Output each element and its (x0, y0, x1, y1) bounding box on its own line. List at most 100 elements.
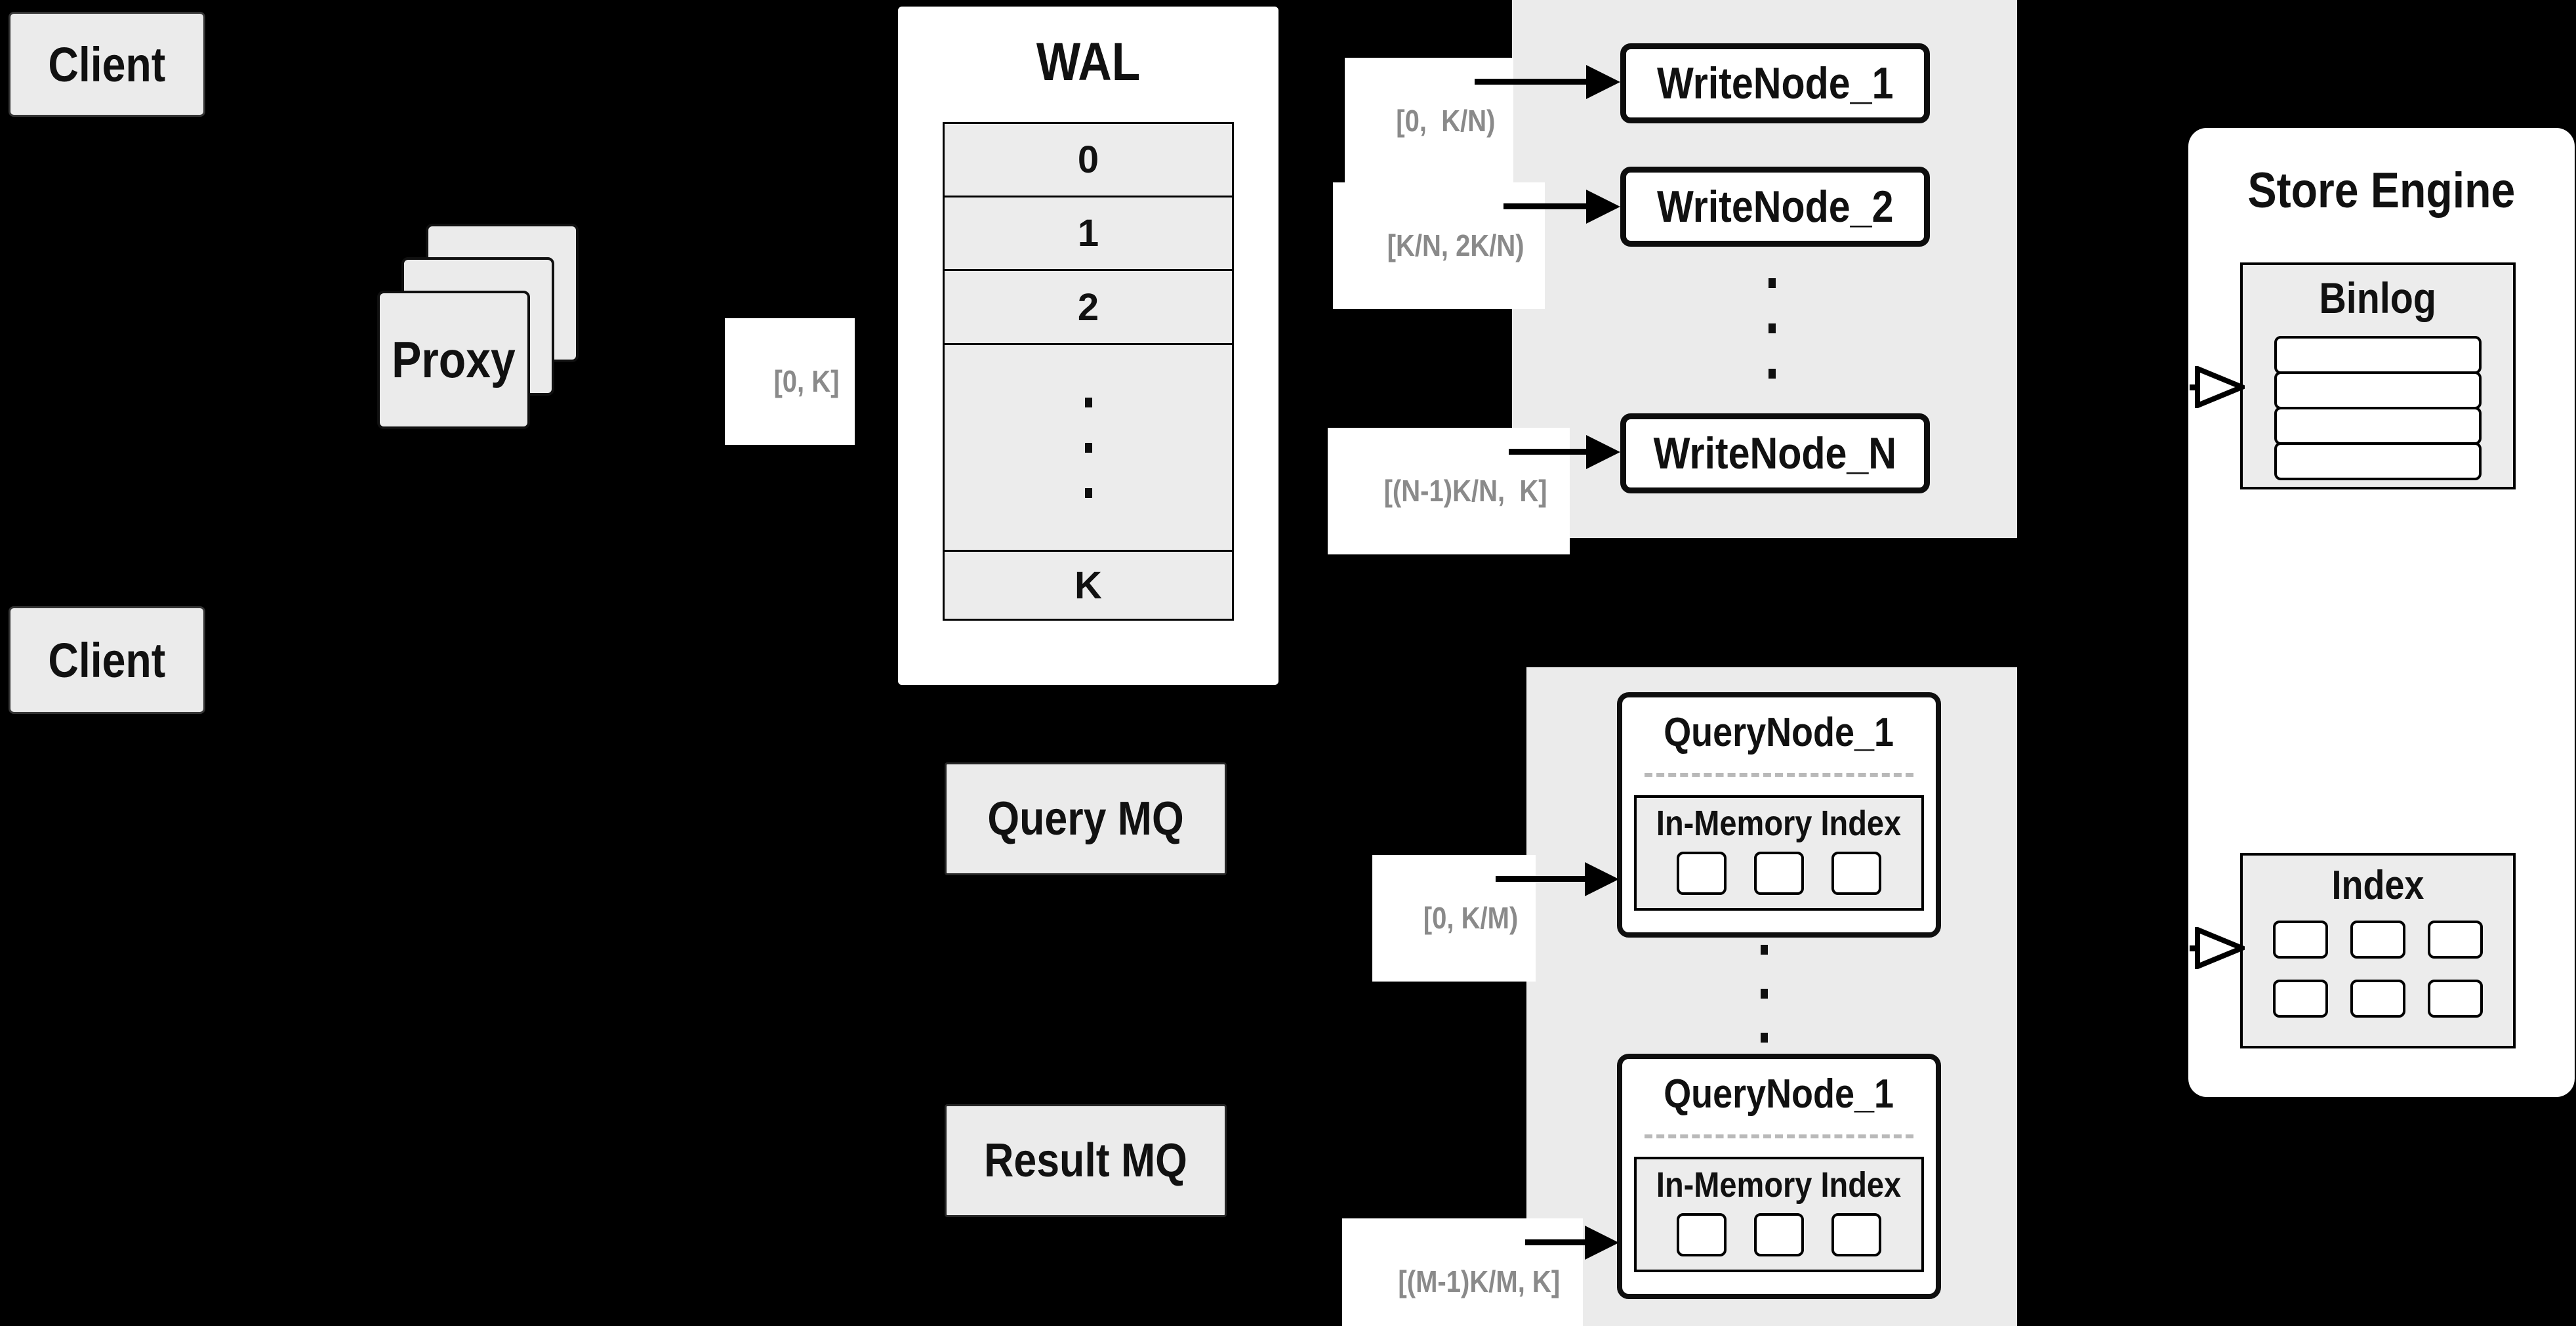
in-memory-index-cells (1637, 1213, 1921, 1256)
in-memory-index-title: In-Memory Index (1656, 1165, 1902, 1205)
binlog-row (2274, 407, 2482, 445)
filled-arrowhead-icon (1586, 190, 1620, 224)
filled-arrowhead-icon (1586, 435, 1620, 469)
query-mq-box: Query MQ (945, 762, 1227, 875)
arrow-line (1475, 79, 1587, 85)
wal-ellipsis-cell (943, 343, 1234, 552)
query-node-1-title: QueryNode_1 (1664, 710, 1894, 755)
dashed-divider (1645, 1134, 1913, 1138)
edge-label-proxy-to-wal-text: [0, K] (773, 363, 840, 398)
store-engine-title-row: Store Engine (2188, 157, 2575, 223)
index-cell (1754, 852, 1804, 895)
index-cell (2350, 921, 2405, 959)
dot-icon (1084, 442, 1092, 453)
result-mq-box: Result MQ (945, 1104, 1227, 1217)
index-cell (1677, 852, 1727, 895)
in-memory-index-title-row: In-Memory Index (1637, 1165, 1921, 1205)
index-title-row: Index (2243, 862, 2513, 909)
arrow-line (1496, 876, 1587, 882)
edge-label-proxy-to-wal: [0, K] (725, 318, 855, 445)
in-memory-index-title: In-Memory Index (1656, 804, 1902, 843)
index-cell-row (2243, 980, 2513, 1018)
dot-icon (1761, 989, 1768, 999)
edge-label-wal-to-writenode-n: [(N-1)K/N, K] (1328, 428, 1570, 554)
result-mq-label: Result MQ (984, 1134, 1187, 1187)
query-node-2-title: QueryNode_1 (1664, 1071, 1894, 1117)
index-cell (1677, 1213, 1727, 1256)
binlog-rows (2274, 336, 2482, 480)
dot-icon (1761, 945, 1768, 955)
index-cell (2273, 980, 2328, 1018)
write-node-n-label: WriteNode_N (1653, 428, 1897, 478)
store-engine-title: Store Engine (2247, 162, 2516, 218)
binlog-title-row: Binlog (2243, 273, 2513, 323)
write-node-n: WriteNode_N (1620, 413, 1930, 493)
wal-segment-row: 0 (943, 122, 1234, 197)
dot-icon (1768, 369, 1776, 379)
query-node-2: QueryNode_1 In-Memory Index (1617, 1054, 1941, 1299)
dot-icon (1761, 1033, 1768, 1043)
index-cell (1831, 852, 1881, 895)
write-node-2-label: WriteNode_2 (1656, 182, 1894, 232)
edge-label-wal-to-writenode-2-text: [K/N, 2K/N) (1387, 228, 1524, 262)
index-cell (2428, 921, 2483, 959)
wal-segment-table: 0 1 2 K (943, 122, 1234, 621)
query-nodes-ellipsis-dots (1761, 945, 1768, 1043)
dot-icon (1084, 397, 1092, 407)
edge-label-wal-to-writenode-1-text: [0, K/N) (1396, 103, 1496, 138)
client-box-bottom: Client (9, 606, 205, 714)
binlog-row (2274, 442, 2482, 480)
wal-segment-1: 1 (1077, 212, 1099, 255)
query-mq-label: Query MQ (987, 793, 1184, 845)
index-cell (1831, 1213, 1881, 1256)
wal-title: WAL (1036, 32, 1141, 92)
edge-label-wal-to-writenode-2: [K/N, 2K/N) (1333, 182, 1545, 309)
index-cell (2350, 980, 2405, 1018)
write-node-1-label: WriteNode_1 (1656, 58, 1894, 108)
query-node-1-title-row: QueryNode_1 (1622, 709, 1936, 756)
client-box-top: Client (9, 12, 205, 117)
wal-segment-row: 2 (943, 269, 1234, 345)
binlog-row (2274, 371, 2482, 409)
edge-label-querymq-to-querynode: [0, K/M) (1372, 855, 1536, 982)
edge-label-wal-to-writenode-n-text: [(N-1)K/N, K] (1383, 473, 1547, 508)
arrow-line (1509, 449, 1587, 455)
write-nodes-ellipsis-dots (1768, 278, 1776, 379)
filled-arrowhead-icon (1586, 65, 1620, 99)
write-node-2: WriteNode_2 (1620, 167, 1930, 247)
binlog-row (2274, 336, 2482, 374)
dot-icon (1768, 323, 1776, 333)
wal-ellipsis-dots (1084, 397, 1092, 498)
open-arrowhead-icon (2195, 927, 2245, 969)
arrow-line (1503, 203, 1587, 209)
query-node-1: QueryNode_1 In-Memory Index (1617, 692, 1941, 938)
binlog-box: Binlog (2240, 262, 2516, 489)
dot-icon (1084, 487, 1092, 498)
index-cell (2273, 921, 2328, 959)
index-box: Index (2240, 853, 2516, 1048)
wal-segment-k: K (1074, 564, 1102, 607)
filled-arrowhead-icon (1585, 862, 1619, 896)
in-memory-index-box: In-Memory Index (1634, 795, 1924, 911)
proxy-label: Proxy (392, 331, 516, 388)
edge-label-wal-to-writenode-1: [0, K/N) (1345, 58, 1513, 184)
binlog-title: Binlog (2319, 274, 2437, 322)
wal-title-row: WAL (895, 26, 1281, 98)
wal-segment-0: 0 (1077, 138, 1099, 181)
wal-segment-row: 1 (943, 196, 1234, 271)
query-node-2-title-row: QueryNode_1 (1622, 1071, 1936, 1117)
in-memory-index-title-row: In-Memory Index (1637, 803, 1921, 844)
wal-segment-2: 2 (1077, 285, 1099, 329)
client-bottom-label: Client (48, 632, 166, 688)
open-arrowhead-icon (2195, 366, 2245, 408)
index-cell-row (2243, 921, 2513, 959)
arrow-line (1525, 1239, 1587, 1245)
in-memory-index-cells (1637, 852, 1921, 895)
index-cell (2428, 980, 2483, 1018)
wal-segment-row: K (943, 550, 1234, 621)
index-cell (1754, 1213, 1804, 1256)
proxy-card-front: Proxy (377, 291, 530, 429)
dot-icon (1768, 278, 1776, 288)
filled-arrowhead-icon (1585, 1226, 1619, 1260)
